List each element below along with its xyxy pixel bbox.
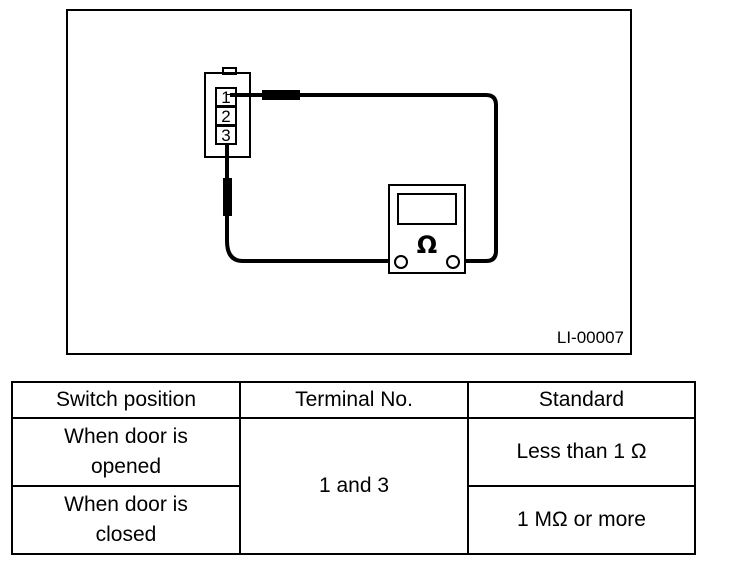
cell-position-closed: When door is closed (11, 485, 241, 555)
ohmmeter (388, 184, 466, 274)
position-line2: opened (90, 455, 162, 478)
wire-pin3-to-meter (225, 144, 392, 263)
cell-terminal: 1 and 3 (239, 417, 469, 555)
wire-pin1-to-meter (226, 93, 498, 263)
circuit-diagram: 1 2 3 Ω LI-00007 (66, 9, 632, 355)
table-header-row: Switch position Terminal No. Standard (11, 381, 696, 419)
probe-1 (262, 90, 300, 100)
cell-standard-opened: Less than 1 Ω (467, 417, 696, 487)
position-line1: When door is (64, 425, 188, 448)
position-line1: When door is (64, 493, 188, 516)
position-line2: closed (95, 523, 157, 546)
cell-standard-closed: 1 MΩ or more (467, 485, 696, 555)
pin-label-1: 1 (221, 88, 230, 107)
cell-position-opened: When door is opened (11, 417, 241, 487)
probe-2 (223, 178, 232, 216)
header-switch-position: Switch position (11, 381, 241, 419)
circuit-drawing: 1 2 3 Ω (204, 67, 498, 274)
pin-label-2: 2 (221, 107, 230, 126)
header-terminal-no: Terminal No. (239, 381, 469, 419)
header-standard: Standard (467, 381, 696, 419)
spec-table: Switch position Terminal No. Standard Wh… (11, 381, 696, 555)
pin-label-3: 3 (221, 126, 230, 145)
figure-id: LI-00007 (556, 328, 624, 347)
table-row: When door is opened 1 and 3 Less than 1 … (11, 417, 696, 555)
ohm-symbol: Ω (417, 231, 437, 259)
table-row: When door is closed 1 MΩ or more (11, 485, 696, 555)
